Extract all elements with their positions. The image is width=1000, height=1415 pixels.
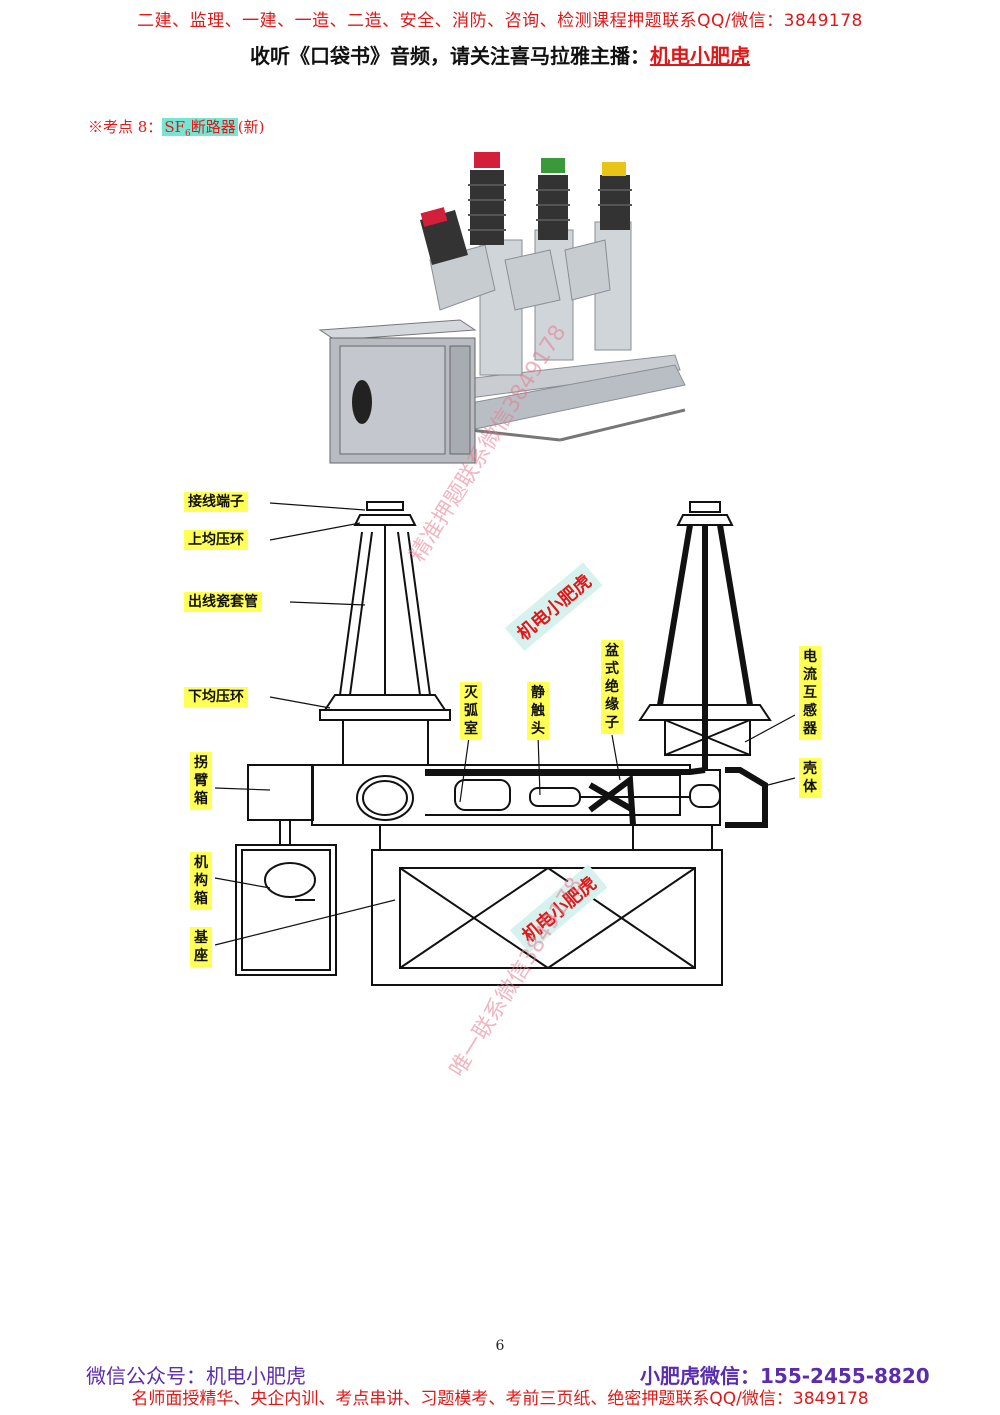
page-number: 6 — [495, 1338, 505, 1354]
header-contact-line: 二建、监理、一建、一造、二造、安全、消防、咨询、检测课程押题联系QQ/微信：38… — [137, 11, 863, 31]
label-chuxian-taoguan: 出线瓷套管 — [184, 592, 262, 612]
kaodian-sf: SF — [164, 118, 185, 136]
header-audio-line: 收听《口袋书》音频，请关注喜马拉雅主播：机电小肥虎 — [0, 40, 1000, 69]
label-jiexian-duanzi: 接线端子 — [184, 492, 248, 512]
header-audio-prefix: 收听《口袋书》音频，请关注喜马拉雅主播： — [250, 44, 650, 68]
label-shang-junyahuan: 上均压环 — [184, 530, 248, 550]
label-jing-chutou: 静触头 — [527, 682, 549, 740]
header-host-link[interactable]: 机电小肥虎 — [650, 44, 750, 68]
label-jizuo: 基座 — [190, 927, 212, 967]
kaodian-suffix: (新) — [237, 118, 265, 136]
kaodian-title: ※考点 8：SF6断路器(新) — [88, 116, 264, 139]
label-penshi-jueyuanzi: 盆式绝缘子 — [601, 640, 623, 734]
footer-wechat-phone: 小肥虎微信：155-2455-8820 — [640, 1364, 930, 1388]
label-xia-junyahuan: 下均压环 — [184, 687, 248, 707]
label-jigou-xiang: 机构箱 — [190, 852, 212, 910]
breaker-photo — [318, 152, 686, 464]
kaodian-prefix: ※考点 8： — [88, 118, 163, 136]
label-keti: 壳体 — [799, 758, 821, 798]
label-miehu-shi: 灭弧室 — [460, 682, 482, 740]
label-guaibi-xiang: 拐臂箱 — [190, 752, 212, 810]
kaodian-sub: 6 — [185, 129, 191, 139]
breaker-structure-diagram — [214, 501, 796, 986]
footer-contact-line: 名师面授精华、央企内训、考点串讲、习题模考、考前三页纸、绝密押题联系QQ/微信：… — [131, 1389, 869, 1409]
kaodian-highlight: SF6断路器 — [162, 118, 238, 139]
label-dianliu-huganqi: 电流互感器 — [799, 646, 821, 740]
footer-wechat-account: 微信公众号：机电小肥虎 — [86, 1364, 306, 1388]
kaodian-name: 断路器 — [190, 118, 236, 136]
